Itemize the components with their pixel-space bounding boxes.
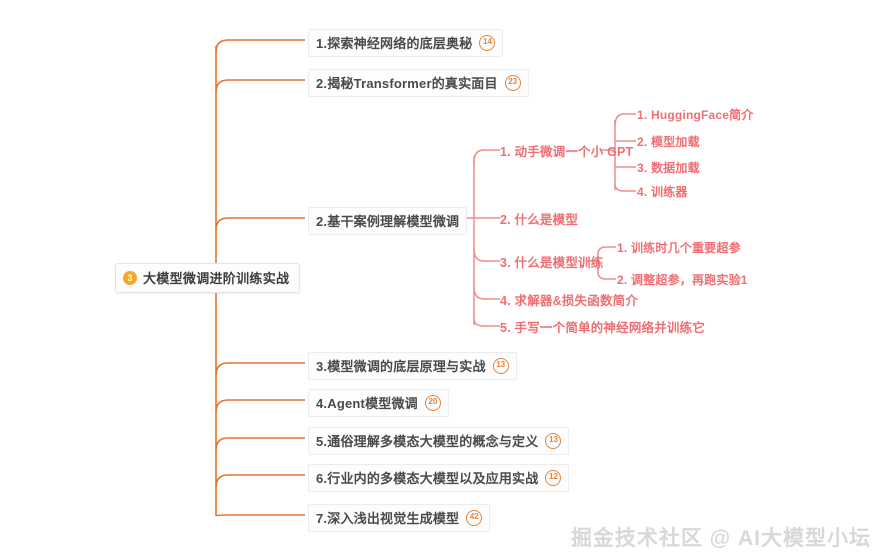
branch-label-6: 5.通俗理解多模态大模型的概念与定义 bbox=[316, 434, 539, 449]
branch-badge-7: 12 bbox=[545, 469, 562, 486]
leaf-node-train-2[interactable]: 2. 调整超参，再跑实验1 bbox=[617, 271, 748, 288]
subbranch-node-1[interactable]: 1. 动手微调一个小 GPT bbox=[500, 141, 633, 160]
branch-label-2: 2.揭秘Transformer的真实面目 bbox=[316, 76, 498, 91]
leaf-label-train-1: 1. 训练时几个重要超参 bbox=[617, 241, 741, 255]
branch-badge-1: 14 bbox=[479, 34, 496, 51]
branch-label-8: 7.深入浅出视觉生成模型 bbox=[316, 511, 460, 526]
branch-label-7: 6.行业内的多模态大模型以及应用实战 bbox=[316, 471, 539, 486]
branch-node-2[interactable]: 2.揭秘Transformer的真实面目 23 bbox=[308, 69, 529, 97]
subbranch-node-2[interactable]: 2. 什么是模型 bbox=[500, 209, 578, 228]
root-label: 大模型微调进阶训练实战 bbox=[143, 271, 290, 286]
branch-badge-8: 42 bbox=[466, 509, 483, 526]
leaf-label-gpt-2: 2. 模型加载 bbox=[637, 135, 700, 149]
leaf-label-gpt-4: 4. 训练器 bbox=[637, 185, 688, 199]
root-node[interactable]: 3 大模型微调进阶训练实战 bbox=[115, 263, 301, 293]
leaf-node-gpt-1[interactable]: 1. HuggingFace简介 bbox=[637, 106, 754, 123]
branch-badge-4: 13 bbox=[492, 357, 509, 374]
branch-badge-2: 23 bbox=[504, 74, 521, 91]
subbranch-node-5[interactable]: 5. 手写一个简单的神经网络并训练它 bbox=[500, 317, 705, 336]
branch-label-5: 4.Agent模型微调 bbox=[316, 396, 418, 411]
branch-node-6[interactable]: 5.通俗理解多模态大模型的概念与定义 13 bbox=[308, 427, 570, 455]
leaf-node-gpt-3[interactable]: 3. 数据加载 bbox=[637, 159, 700, 176]
leaf-label-gpt-3: 3. 数据加载 bbox=[637, 161, 700, 175]
branch-node-4[interactable]: 3.模型微调的底层原理与实战 13 bbox=[308, 352, 517, 380]
branch-label-1: 1.探索神经网络的底层奥秘 bbox=[316, 36, 473, 51]
subbranch-label-2: 2. 什么是模型 bbox=[500, 213, 579, 227]
subbranch-node-3[interactable]: 3. 什么是模型训练 bbox=[500, 252, 603, 271]
subbranch-label-3: 3. 什么是模型训练 bbox=[500, 256, 604, 270]
root-badge: 3 bbox=[123, 270, 137, 285]
leaf-node-train-1[interactable]: 1. 训练时几个重要超参 bbox=[617, 239, 741, 256]
leaf-node-gpt-2[interactable]: 2. 模型加载 bbox=[637, 133, 700, 150]
branch-node-3[interactable]: 2.基干案例理解模型微调 bbox=[308, 207, 468, 235]
branch-node-1[interactable]: 1.探索神经网络的底层奥秘 14 bbox=[308, 29, 504, 57]
subbranch-label-1: 1. 动手微调一个小 GPT bbox=[500, 145, 634, 159]
branch-node-7[interactable]: 6.行业内的多模态大模型以及应用实战 12 bbox=[308, 464, 570, 492]
subbranch-label-5: 5. 手写一个简单的神经网络并训练它 bbox=[500, 321, 706, 335]
branch-badge-6: 13 bbox=[545, 432, 562, 449]
branch-node-8[interactable]: 7.深入浅出视觉生成模型 42 bbox=[308, 504, 491, 532]
leaf-label-gpt-1: 1. HuggingFace简介 bbox=[637, 108, 754, 122]
branch-label-4: 3.模型微调的底层原理与实战 bbox=[316, 359, 486, 374]
leaf-label-train-2: 2. 调整超参，再跑实验1 bbox=[617, 273, 748, 287]
subbranch-node-4[interactable]: 4. 求解器&损失函数简介 bbox=[500, 290, 638, 309]
subbranch-label-4: 4. 求解器&损失函数简介 bbox=[500, 294, 639, 308]
watermark: 掘金技术社区 @ AI大模型小坛 bbox=[570, 527, 871, 550]
leaf-node-gpt-4[interactable]: 4. 训练器 bbox=[637, 183, 688, 200]
branch-node-5[interactable]: 4.Agent模型微调 20 bbox=[308, 389, 449, 417]
branch-label-3: 2.基干案例理解模型微调 bbox=[316, 214, 460, 229]
branch-badge-5: 20 bbox=[424, 394, 441, 411]
